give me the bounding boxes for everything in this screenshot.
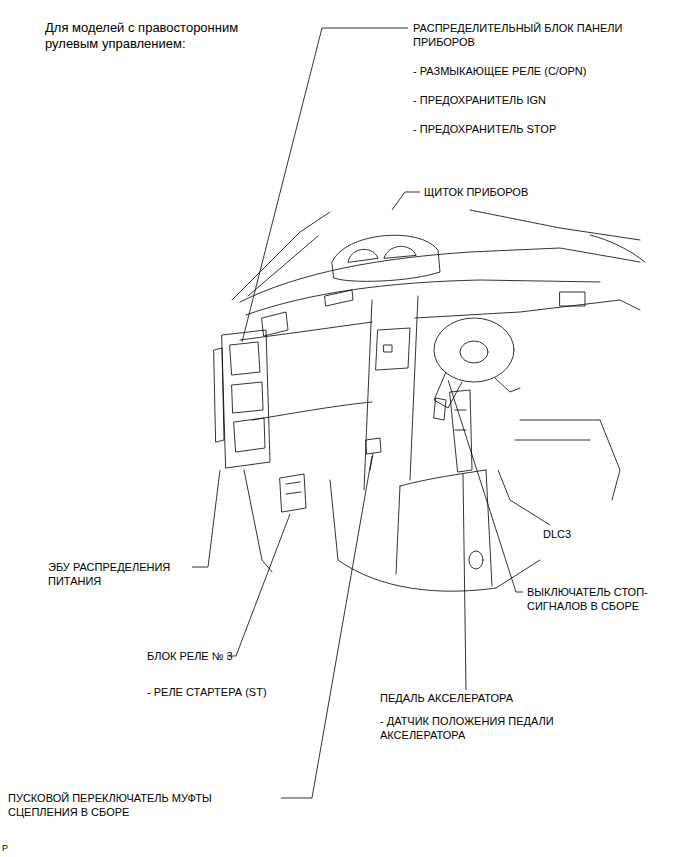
sub-item: - ПРЕДОХРАНИТЕЛЬ IGN <box>413 93 673 107</box>
part-name: ЭБУ РАСПРЕДЕЛЕНИЯ ПИТАНИЯ <box>48 560 190 588</box>
part-name: ПЕДАЛЬ АКСЕЛЕРАТОРА <box>380 691 660 705</box>
sub-item: - РЕЛЕ СТАРТЕРА (ST) <box>147 685 367 699</box>
part-name: РАСПРЕДЕЛИТЕЛЬНЫЙ БЛОК ПАНЕЛИ ПРИБОРОВ <box>413 21 663 49</box>
sub-item: - ПРЕДОХРАНИТЕЛЬ STOP <box>413 122 673 136</box>
figure-code: P <box>2 843 22 853</box>
part-name: ЩИТОК ПРИБОРОВ <box>424 185 624 199</box>
part-name: ВЫКЛЮЧАТЕЛЬ СТОП-СИГНАЛОВ В СБОРЕ <box>527 585 677 613</box>
sub-item: - ДАТЧИК ПОЛОЖЕНИЯ ПЕДАЛИ АКСЕЛЕРАТОРА <box>380 714 640 742</box>
part-name: ПУСКОВОЙ ПЕРЕКЛЮЧАТЕЛЬ МУФТЫ СЦЕПЛЕНИЯ В… <box>8 791 280 819</box>
note-heading: Для моделей с правосторонним рулевым упр… <box>45 20 295 52</box>
part-name: DLC3 <box>543 527 623 541</box>
part-name: БЛОК РЕЛЕ № 3 <box>147 649 347 663</box>
sub-item: - РАЗМЫКАЮЩЕЕ РЕЛЕ (C/OPN) <box>413 64 673 78</box>
